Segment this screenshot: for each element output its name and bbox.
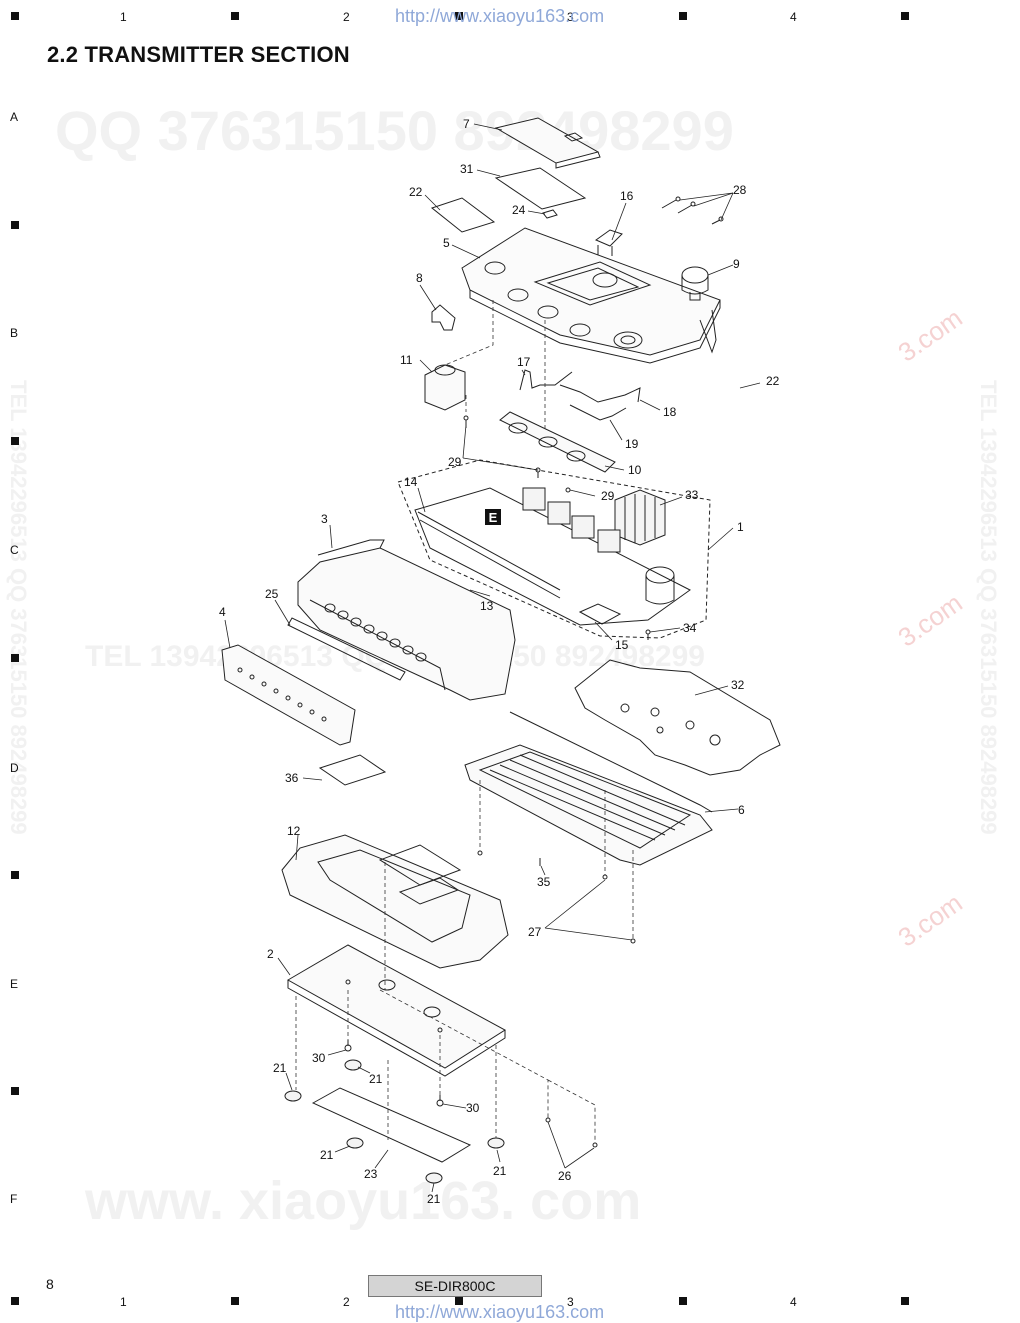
- callout: 11: [400, 353, 413, 367]
- callout: 6: [738, 803, 745, 817]
- ruler-mark: [901, 12, 909, 20]
- callout: 13: [480, 599, 494, 613]
- watermark-side-left: TEL 13942296513 QQ 376315150 892498299: [6, 380, 31, 835]
- callout: 23: [364, 1167, 378, 1181]
- callout: 21: [493, 1164, 507, 1178]
- column-number: 4: [790, 10, 797, 24]
- callout: 1: [737, 520, 744, 534]
- column-number: 3: [567, 1295, 574, 1309]
- ruler-mark: [901, 1297, 909, 1305]
- ruler-mark: [455, 1297, 463, 1305]
- callout: 16: [620, 189, 634, 203]
- callout: 35: [537, 875, 551, 889]
- callout: 18: [663, 405, 677, 419]
- header-url[interactable]: http://www.xiaoyu163.com: [395, 6, 605, 26]
- column-number: 3: [567, 10, 574, 24]
- row-mark: [11, 1087, 19, 1095]
- watermark-web: www. xiaoyu163. com: [85, 1171, 642, 1231]
- callout: 21: [427, 1192, 441, 1206]
- corner-mark: [11, 1297, 19, 1305]
- row-letter: D: [10, 761, 19, 775]
- callout: 5: [443, 236, 450, 250]
- column-number: 2: [343, 10, 350, 24]
- callout: 17: [517, 355, 531, 369]
- row-letter: C: [10, 543, 19, 557]
- callout: 34: [683, 621, 697, 635]
- callout: 15: [615, 638, 629, 652]
- row-mark: [11, 654, 19, 662]
- callout: 32: [731, 678, 745, 692]
- callout: 30: [312, 1051, 326, 1065]
- callout: 19: [625, 437, 639, 451]
- watermark-side-right: TEL 13942296513 QQ 376315150 892498299: [976, 380, 1001, 835]
- row-letter: B: [10, 326, 19, 340]
- row-letter: F: [10, 1192, 18, 1206]
- row-mark: [11, 221, 19, 229]
- page-number: 8: [46, 1276, 54, 1292]
- column-number: 4: [790, 1295, 797, 1309]
- callout: 27: [528, 925, 542, 939]
- row-mark: [11, 871, 19, 879]
- callout: 7: [463, 117, 470, 131]
- board-label-box: [485, 509, 501, 525]
- board-label: E: [489, 510, 498, 525]
- row-letter: E: [10, 977, 19, 991]
- callout: 28: [733, 183, 747, 197]
- page-title: 2.2 TRANSMITTER SECTION: [47, 42, 350, 67]
- callout: 3: [321, 512, 328, 526]
- callout: 9: [733, 257, 740, 271]
- row-mark: [11, 437, 19, 445]
- callout: 31: [460, 162, 474, 176]
- ruler-mark: [231, 1297, 239, 1305]
- footer-url[interactable]: http://www.xiaoyu163.com: [395, 1302, 605, 1322]
- ruler-mark: [679, 12, 687, 20]
- callout: 10: [628, 463, 642, 477]
- watermark-qq: QQ 376315150 892498299: [55, 99, 734, 162]
- column-number: 1: [120, 10, 127, 24]
- callout: 14: [404, 475, 418, 489]
- callout: 25: [265, 587, 279, 601]
- callout: 21: [273, 1061, 287, 1075]
- callout: 22: [766, 374, 780, 388]
- callout: 30: [466, 1101, 480, 1115]
- model-label: SE-DIR800C: [368, 1275, 542, 1297]
- callout: 4: [219, 605, 226, 619]
- corner-mark: [11, 12, 19, 20]
- callout: 33: [685, 488, 699, 502]
- column-number: 1: [120, 1295, 127, 1309]
- callout: 29: [448, 455, 462, 469]
- ruler-mark: [231, 12, 239, 20]
- column-number: 2: [343, 1295, 350, 1309]
- ruler-mark: [679, 1297, 687, 1305]
- callout: 36: [285, 771, 299, 785]
- callout: 24: [512, 203, 526, 217]
- callout-group: 7 31 22 24 16 28 5 9 8 17 22 11 18 19 29…: [219, 117, 780, 1206]
- callout: 22: [409, 185, 423, 199]
- callout: 2: [267, 947, 274, 961]
- ruler-mark: [455, 12, 463, 20]
- callout: 21: [369, 1072, 383, 1086]
- row-letter: A: [10, 110, 19, 124]
- callout: 26: [558, 1169, 572, 1183]
- callout: 29: [601, 489, 615, 503]
- callout: 21: [320, 1148, 334, 1162]
- callout: 8: [416, 271, 423, 285]
- callout: 12: [287, 824, 301, 838]
